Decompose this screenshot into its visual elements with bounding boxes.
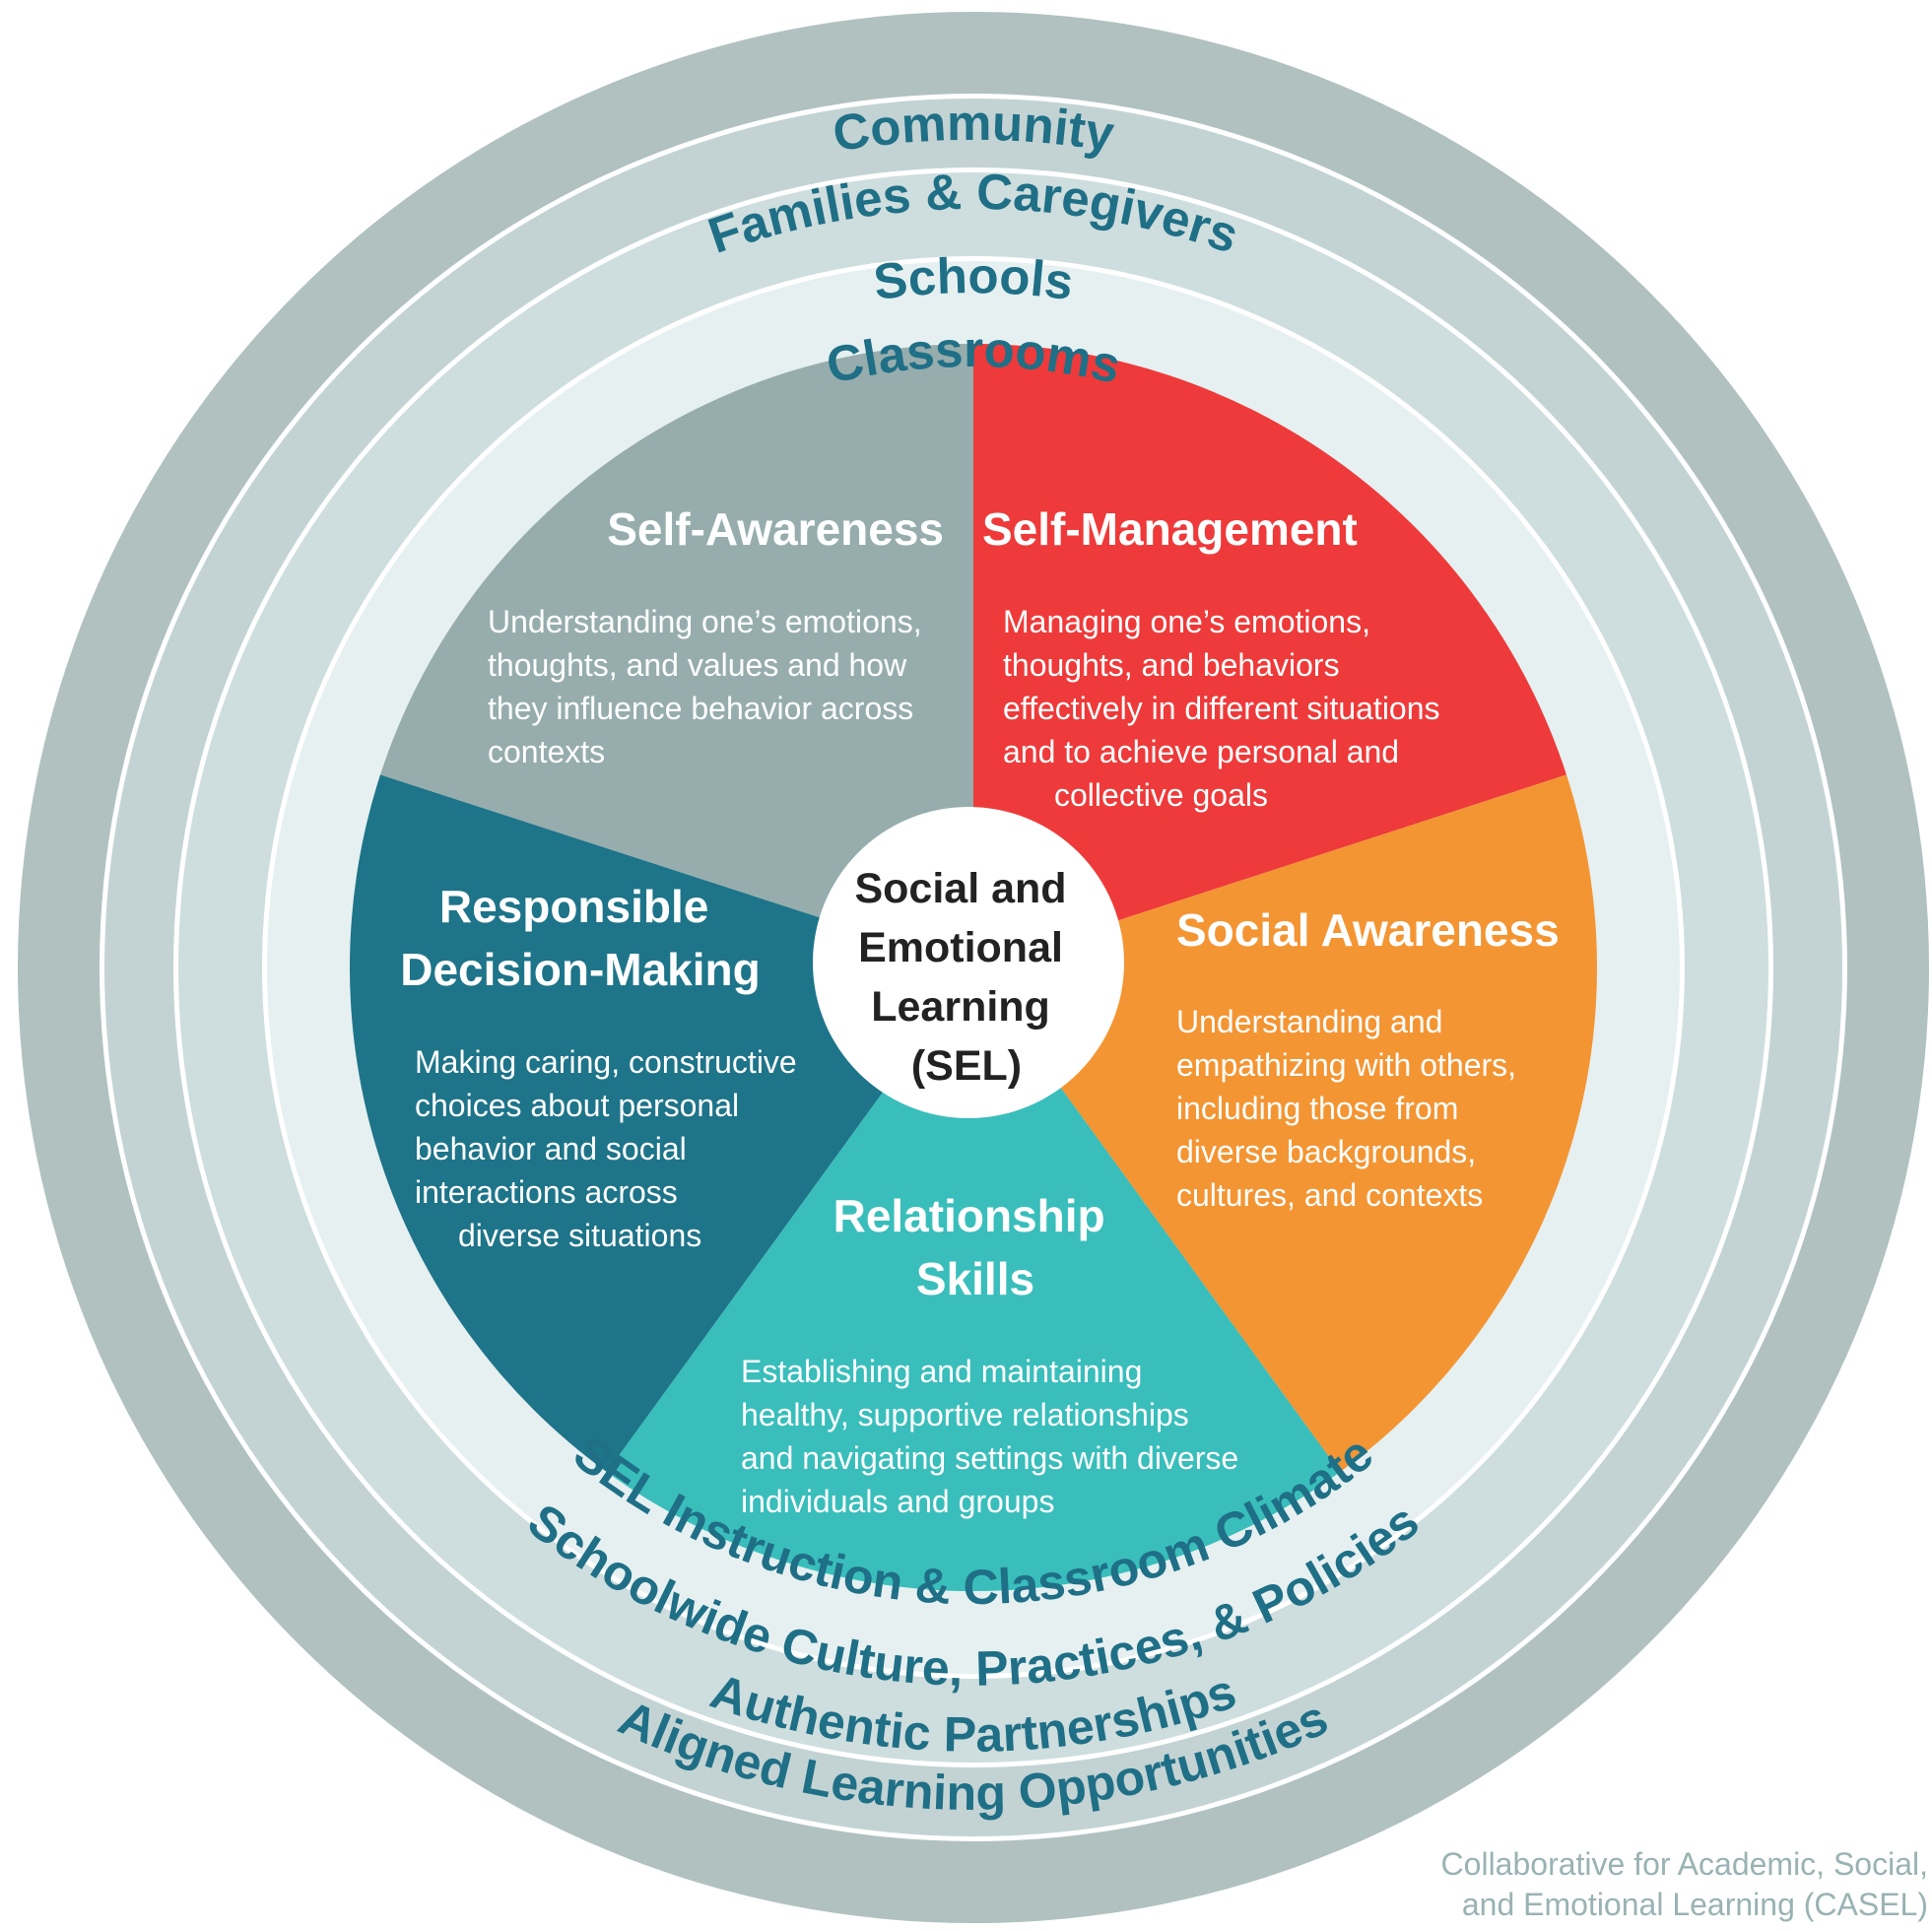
responsible-decision-making-title: Responsible Decision-Making [400, 881, 761, 995]
credit-line: Collaborative for Academic, Social, [1440, 1846, 1928, 1882]
self-management-segment [973, 344, 1566, 967]
relationship-skills-title: Relationship Skills [833, 1190, 1118, 1304]
casel-credit: Collaborative for Academic, Social, and … [1376, 1844, 1928, 1925]
social-awareness-title: Social Awareness [1176, 904, 1560, 956]
credit-line: and Emotional Learning (CASEL) [1461, 1887, 1928, 1922]
self-awareness-segment [380, 344, 973, 967]
ring-label-schools: Schools [871, 247, 1077, 310]
social-awareness-segment [973, 774, 1597, 1473]
relationship-skills-description: Establishing and maintaining healthy, su… [741, 1354, 1247, 1519]
self-awareness-title: Self-Awareness [607, 503, 944, 555]
sel-hub-label: Social and Emotional Learning (SEL) [854, 865, 1078, 1090]
self-management-title: Self-Management [982, 503, 1358, 555]
sel-hub [813, 807, 1124, 1118]
self-awareness-description: Understanding one’s emotions, thoughts, … [488, 604, 930, 769]
relationship-skills-segment [606, 967, 1341, 1592]
responsible-decision-making-description: Making caring, constructive choices abou… [415, 1044, 806, 1253]
social-awareness-description: Understanding and empathizing with other… [1176, 1004, 1525, 1213]
self-management-description: Managing one’s emotions, thoughts, and b… [1003, 604, 1448, 813]
